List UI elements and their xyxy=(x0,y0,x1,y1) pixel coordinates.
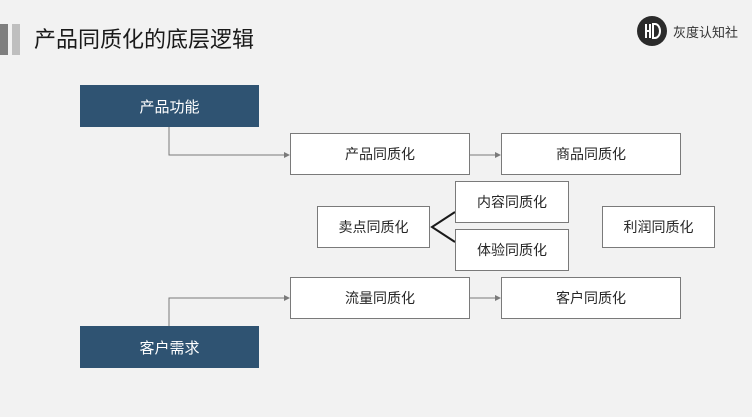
node-product-function: 产品功能 xyxy=(80,85,259,127)
node-client-homogenization: 客户同质化 xyxy=(501,277,681,319)
merge-triangle-icon xyxy=(430,211,456,243)
page-title: 产品同质化的底层逻辑 xyxy=(34,28,255,53)
node-customer-demand: 客户需求 xyxy=(80,326,259,368)
hd-logo-icon xyxy=(636,16,667,46)
node-traffic-homogenization: 流量同质化 xyxy=(290,277,470,319)
node-content-homogenization: 内容同质化 xyxy=(455,181,569,223)
node-selling-point-homogenization: 卖点同质化 xyxy=(317,206,430,248)
node-product-homogenization: 产品同质化 xyxy=(290,133,470,175)
connector-demand-to-traffic xyxy=(168,295,290,326)
node-goods-homogenization: 商品同质化 xyxy=(501,133,681,175)
title-accent-bar-light xyxy=(12,24,20,55)
brand-name: 灰度认知社 xyxy=(672,25,738,41)
title-accent-bar xyxy=(0,24,8,55)
connector-function-to-product xyxy=(168,127,290,158)
node-profit-homogenization: 利润同质化 xyxy=(602,206,715,248)
node-experience-homogenization: 体验同质化 xyxy=(455,229,569,271)
brand: 灰度认知社 xyxy=(636,16,738,46)
